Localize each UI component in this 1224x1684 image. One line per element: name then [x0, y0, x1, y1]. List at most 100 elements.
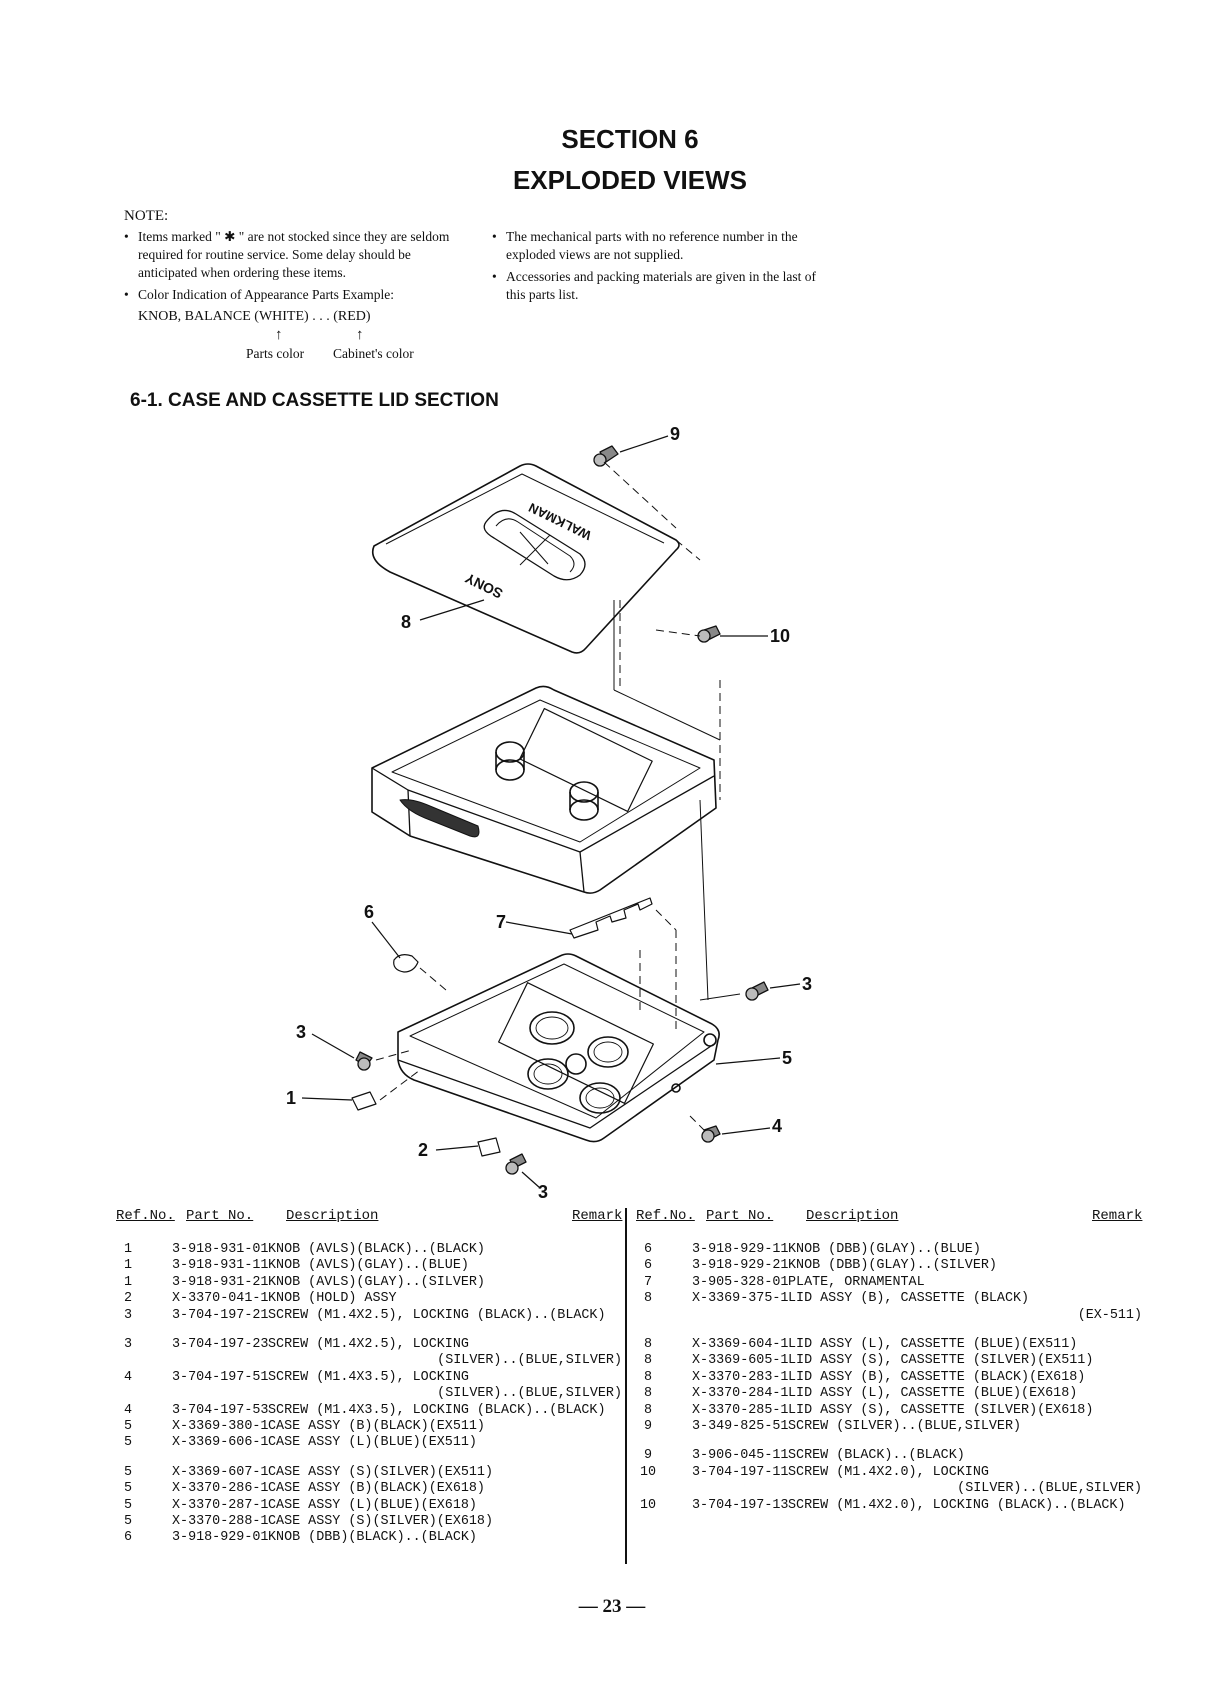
- ref-cell: 10: [639, 1464, 657, 1480]
- part-no-cell: 3-704-197-11: [692, 1464, 789, 1480]
- description-cell: LID ASSY (S), CASSETTE (SILVER)(EX511): [788, 1353, 1094, 1369]
- ref-cell: 9: [643, 1419, 653, 1434]
- color-example: KNOB, BALANCE (WHITE) . . . (RED): [138, 309, 371, 324]
- part-no-cell: 3-918-929-11: [692, 1242, 789, 1257]
- description-continuation: (SILVER)..(BLUE,SILVER): [957, 1481, 1142, 1497]
- part-no-cell: 3-918-931-01: [172, 1242, 269, 1257]
- ref-cell: 10: [639, 1497, 657, 1513]
- part-no-cell: X-3370-285-1: [692, 1402, 789, 1418]
- note-item: Items marked " ✱ " are not stocked since…: [124, 228, 462, 282]
- col-desc-header: Description: [806, 1208, 899, 1224]
- ref-cell: 8: [643, 1386, 653, 1402]
- parts-table-left: Ref.No. Part No. Description Remark 1 3-9…: [116, 1208, 622, 1564]
- part-no-cell: X-3369-607-1: [172, 1464, 269, 1480]
- description-cell: LID ASSY (L), CASSETTE (BLUE)(EX618): [788, 1386, 1078, 1402]
- callout-10: 10: [770, 626, 791, 646]
- part-no-cell: X-3370-287-1: [172, 1497, 269, 1513]
- notes-right: The mechanical parts with no reference n…: [492, 228, 822, 308]
- ref-cell: 8: [643, 1337, 653, 1352]
- part-no-cell: 3-704-197-51: [172, 1369, 269, 1385]
- note-item: The mechanical parts with no reference n…: [492, 228, 822, 264]
- ref-cell: 5: [123, 1419, 133, 1434]
- callout-9: 9: [670, 424, 681, 444]
- callout-3: 3: [802, 974, 813, 994]
- part-no-cell: 3-918-929-21: [692, 1258, 789, 1274]
- col-part-header: Part No.: [706, 1208, 774, 1224]
- ref-cell: 2: [123, 1291, 133, 1307]
- part-no-cell: 3-918-931-21: [172, 1274, 269, 1290]
- col-part-header: Part No.: [186, 1208, 254, 1224]
- ref-cell: 6: [643, 1258, 653, 1274]
- callout-4: 4: [772, 1116, 783, 1136]
- part-no-cell: X-3369-604-1: [692, 1337, 789, 1352]
- callout-2: 2: [418, 1140, 429, 1160]
- callout-6: 6: [364, 902, 375, 922]
- description-cell: KNOB (DBB)(GLAY)..(SILVER): [788, 1258, 997, 1274]
- ref-cell: 5: [123, 1435, 133, 1451]
- ref-cell: 8: [643, 1402, 653, 1418]
- ref-cell: 5: [123, 1464, 133, 1480]
- description-cell: KNOB (AVLS)(GLAY)..(BLUE): [268, 1258, 469, 1274]
- part-no-cell: X-3369-380-1: [172, 1419, 269, 1434]
- callout-3: 3: [538, 1182, 549, 1202]
- part-no-cell: X-3370-288-1: [172, 1514, 269, 1529]
- ref-cell: 6: [643, 1242, 653, 1257]
- description-cell: KNOB (DBB)(BLACK)..(BLACK): [268, 1530, 477, 1546]
- part-no-cell: X-3369-605-1: [692, 1353, 789, 1369]
- description-cell: KNOB (DBB)(GLAY)..(BLUE): [788, 1242, 981, 1257]
- part-no-cell: 3-918-929-01: [172, 1530, 269, 1546]
- ref-cell: 8: [643, 1353, 653, 1369]
- ref-cell: 1: [123, 1242, 133, 1257]
- part-no-cell: 3-704-197-13: [692, 1497, 789, 1513]
- ref-cell: 6: [123, 1530, 133, 1546]
- description-cell: KNOB (AVLS)(GLAY)..(SILVER): [268, 1274, 485, 1290]
- arrow-up-icon: ↑: [356, 327, 364, 343]
- ref-cell: 4: [123, 1369, 133, 1385]
- col-desc-header: Description: [286, 1208, 379, 1224]
- parts-color-label: Parts color: [246, 346, 305, 361]
- part-no-cell: 3-704-197-23: [172, 1337, 269, 1352]
- description-cell: SCREW (M1.4X2.5), LOCKING: [268, 1337, 469, 1352]
- ref-cell: 9: [643, 1448, 653, 1464]
- description-continuation: (EX-511): [1077, 1307, 1142, 1323]
- part-no-cell: X-3370-286-1: [172, 1481, 269, 1497]
- description-continuation: (SILVER)..(BLUE,SILVER): [437, 1353, 622, 1369]
- note-item: Accessories and packing materials are gi…: [492, 268, 822, 304]
- description-cell: CASE ASSY (L)(BLUE)(EX618): [268, 1497, 477, 1513]
- description-cell: PLATE, ORNAMENTAL: [788, 1274, 925, 1290]
- description-cell: KNOB (HOLD) ASSY: [268, 1291, 397, 1307]
- part-no-cell: 3-918-931-11: [172, 1258, 269, 1274]
- callout-5: 5: [782, 1048, 793, 1068]
- col-remark-header: Remark: [572, 1208, 623, 1224]
- ref-cell: 5: [123, 1481, 133, 1497]
- ref-cell: 1: [123, 1258, 133, 1274]
- description-cell: CASE ASSY (B)(BLACK)(EX511): [268, 1419, 485, 1434]
- part-no-cell: X-3370-041-1: [172, 1291, 269, 1307]
- part-no-cell: X-3369-375-1: [692, 1291, 789, 1307]
- subsection-title: 6-1. CASE AND CASSETTE LID SECTION: [130, 390, 499, 411]
- description-cell: CASE ASSY (S)(SILVER)(EX618): [268, 1514, 493, 1529]
- ref-cell: 7: [643, 1274, 653, 1290]
- ref-cell: 4: [123, 1402, 133, 1418]
- callout-3: 3: [296, 1022, 307, 1042]
- callout-7: 7: [496, 912, 507, 932]
- ref-cell: 8: [643, 1291, 653, 1307]
- note-item: Color Indication of Appearance Parts Exa…: [124, 286, 462, 304]
- col-ref-header: Ref.No.: [116, 1208, 175, 1224]
- description-continuation: (SILVER)..(BLUE,SILVER): [437, 1386, 622, 1402]
- cabinet-color-label: Cabinet's color: [333, 346, 414, 361]
- ref-cell: 3: [123, 1307, 133, 1323]
- description-cell: SCREW (M1.4X3.5), LOCKING (BLACK)..(BLAC…: [268, 1402, 606, 1418]
- callout-1: 1: [286, 1088, 297, 1108]
- description-cell: SCREW (M1.4X3.5), LOCKING: [268, 1369, 469, 1385]
- ref-cell: 5: [123, 1497, 133, 1513]
- part-no-cell: 3-349-825-51: [692, 1419, 789, 1434]
- part-no-cell: X-3370-283-1: [692, 1369, 789, 1385]
- notes-left: Items marked " ✱ " are not stocked since…: [124, 228, 462, 308]
- ref-cell: 5: [123, 1514, 133, 1529]
- part-no-cell: X-3370-284-1: [692, 1386, 789, 1402]
- part-no-cell: X-3369-606-1: [172, 1435, 269, 1451]
- col-remark-header: Remark: [1092, 1208, 1143, 1224]
- section-title: EXPLODED VIEWS: [512, 165, 748, 195]
